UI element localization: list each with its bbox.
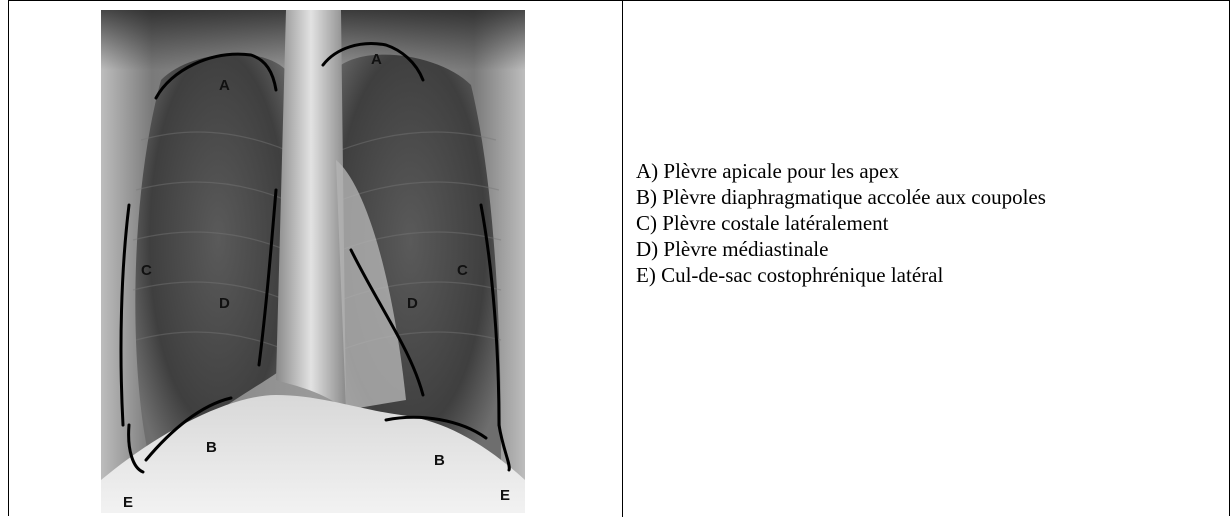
label-diaphragm-left: B xyxy=(206,439,217,456)
chest-xray-figure: A A C C D D B B E E xyxy=(101,10,525,513)
table-column-divider xyxy=(622,1,623,517)
mediastinum-shadow xyxy=(276,10,346,410)
chest-xray-svg: A A C C D D B B E E xyxy=(101,10,525,513)
legend-item-a: A) Plèvre apicale pour les apex xyxy=(636,158,1046,184)
legend-item-e: E) Cul-de-sac costophrénique latéral xyxy=(636,262,1046,288)
label-diaphragm-right: B xyxy=(434,452,445,469)
legend-item-d: D) Plèvre médiastinale xyxy=(636,236,1046,262)
legend-item-b: B) Plèvre diaphragmatique accolée aux co… xyxy=(636,184,1046,210)
label-mediastinal-left: D xyxy=(219,295,230,312)
label-recess-left: E xyxy=(123,494,133,511)
legend-list: A) Plèvre apicale pour les apex B) Plèvr… xyxy=(636,158,1046,288)
label-mediastinal-right: D xyxy=(407,295,418,312)
label-costal-left: C xyxy=(141,262,152,279)
label-apex-right: A xyxy=(371,51,382,68)
label-costal-right: C xyxy=(457,262,468,279)
label-apex-left: A xyxy=(219,77,230,94)
legend-item-c: C) Plèvre costale latéralement xyxy=(636,210,1046,236)
label-recess-right: E xyxy=(500,487,510,504)
